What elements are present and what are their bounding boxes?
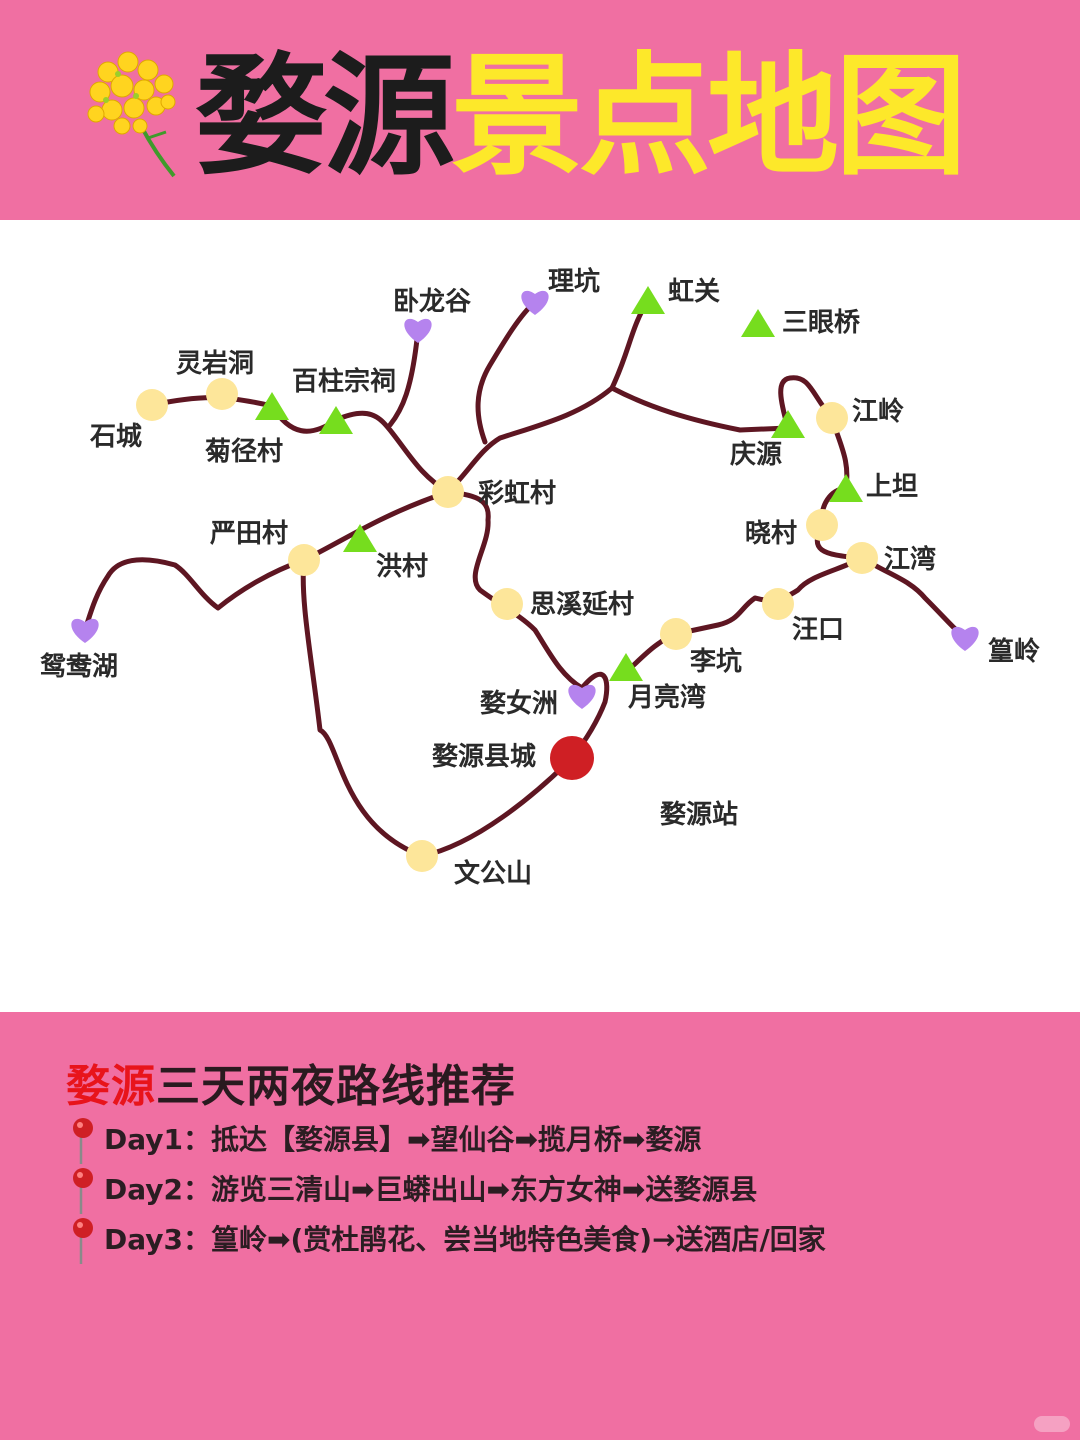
scenic-triangle-marker: [255, 392, 289, 420]
place-label: 彩虹村: [477, 479, 556, 509]
place-label: 婺源站: [660, 800, 738, 830]
day-2-text: Day2：游览三清山➡巨蟒出山➡东方女神➡送婺源县: [104, 1173, 758, 1206]
place-label: 严田村: [210, 519, 288, 549]
place-label: 婺源县城: [432, 742, 536, 772]
place-label: 江湾: [884, 544, 936, 575]
scenic-triangle-marker: [741, 309, 775, 337]
place-label: 江岭: [852, 397, 904, 427]
place-label: 月亮湾: [627, 682, 706, 713]
route-caihong-to-qingyuan: [445, 385, 791, 495]
place-label: 卧龙谷: [393, 287, 472, 317]
village-marker: [206, 378, 238, 410]
day-1-text: Day1：抵达【婺源县】➡望仙谷➡揽月桥➡婺源: [104, 1123, 702, 1156]
heart-marker: [404, 318, 432, 343]
title-black-part: 婺源: [195, 40, 455, 194]
village-marker: [762, 588, 794, 620]
place-label: 石城: [89, 422, 142, 452]
place-label: 理坑: [548, 266, 600, 297]
map-pin-icon: [73, 1168, 93, 1214]
route-yantian-to-caihong: [301, 489, 451, 563]
place-label: 虹关: [668, 277, 720, 307]
header: 婺源景点地图: [0, 0, 1080, 220]
heart-marker: [521, 290, 549, 315]
map-panel: 石城 灵岩洞菊径村 百柱宗祠 卧龙谷 理坑 虹关三眼桥庆源 江岭上坦晓村江湾篁岭 汪口李坑月亮…: [0, 220, 1080, 1012]
village-marker: [406, 840, 438, 872]
watermark: [1034, 1416, 1070, 1432]
map-pin-icon: [73, 1118, 93, 1164]
place-label: 菊径村: [205, 437, 283, 467]
route-heading: 婺源三天两夜路线推荐: [66, 1050, 516, 1114]
route-caihong-to-likeng: [475, 299, 538, 445]
route-caihong-to-wunvzhou: [445, 489, 585, 691]
map-pin-icon: [73, 1218, 93, 1264]
scenic-triangle-marker: [343, 524, 377, 552]
scenic-triangle-marker: [771, 410, 805, 438]
village-marker: [660, 618, 692, 650]
place-label: 庆源: [730, 439, 782, 470]
village-marker: [806, 509, 838, 541]
place-label: 晓村: [745, 519, 797, 549]
place-label: 洪村: [376, 552, 428, 582]
place-label: 篁岭: [988, 636, 1040, 667]
page-title: 婺源景点地图: [195, 40, 967, 194]
route-recommendation-section: 婺源三天两夜路线推荐 Day1：抵达【婺源县】➡望仙谷➡揽月桥➡婺源 Day2：…: [0, 1012, 1080, 1440]
place-label: 鸳鸯湖: [40, 651, 118, 682]
route-yantian-to-yuanyang: [82, 557, 307, 633]
place-label: 汪口: [792, 615, 844, 645]
title-yellow-part: 景点地图: [451, 40, 967, 194]
village-marker: [288, 544, 320, 576]
place-label: 文公山: [454, 858, 532, 889]
day-3-text: Day3：篁岭➡(赏杜鹃花、尝当地特色美食)→送酒店/回家: [104, 1223, 826, 1256]
village-marker: [491, 588, 523, 620]
route-county-to-wengong: [419, 755, 575, 859]
heart-marker: [951, 626, 979, 651]
village-marker: [432, 476, 464, 508]
scenic-triangle-marker: [829, 474, 863, 502]
place-label: 上坦: [866, 472, 918, 502]
place-label: 思溪延村: [530, 590, 634, 620]
heart-marker: [568, 684, 596, 709]
heart-marker: [71, 618, 99, 643]
route-heading-highlight: 婺源: [66, 1061, 156, 1112]
route-heading-text: 三天两夜路线推荐: [156, 1061, 516, 1112]
route-shicheng-to-caihong: [149, 395, 451, 495]
place-label: 三眼桥: [782, 308, 861, 338]
place-label: 李坑: [689, 646, 742, 677]
county-seat-marker: [550, 736, 594, 780]
place-label: 百柱宗祠: [292, 366, 396, 397]
scenic-triangle-marker: [631, 286, 665, 314]
rapeseed-flower-icon: [87, 51, 176, 178]
place-label: 灵岩洞: [176, 349, 254, 379]
scenic-triangle-marker: [609, 653, 643, 681]
village-marker: [846, 542, 878, 574]
route-baizhu-to-wolong: [387, 327, 421, 428]
scenic-triangle-marker: [319, 406, 353, 434]
place-label: 婺女洲: [480, 688, 558, 719]
village-marker: [136, 389, 168, 421]
village-marker: [816, 402, 848, 434]
route-wengong-to-yantian: [300, 557, 425, 859]
